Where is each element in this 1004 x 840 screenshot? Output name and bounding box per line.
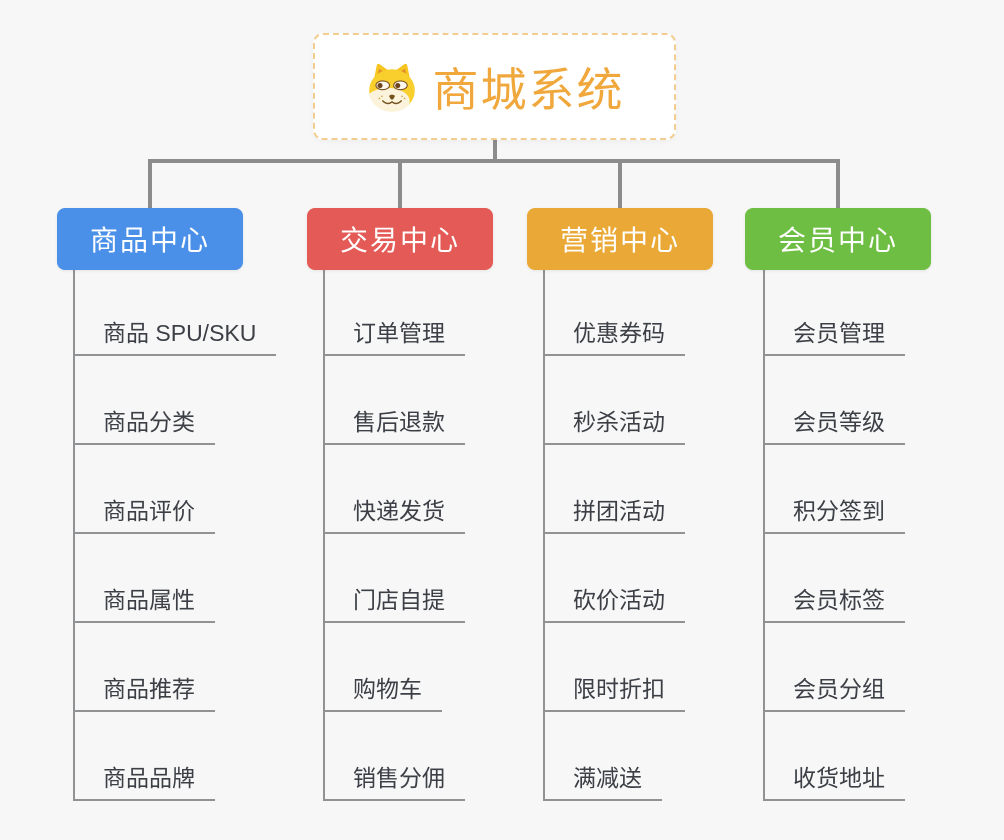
leaf-node[interactable]: 销售分佣 (323, 762, 465, 801)
leaf-node[interactable]: 商品推荐 (73, 673, 215, 712)
leaf-node[interactable]: 砍价活动 (543, 584, 685, 623)
root-node[interactable]: 商城系统 (313, 33, 676, 140)
connector-branch-drop (398, 159, 402, 208)
branch-node[interactable]: 营销中心 (527, 208, 713, 270)
leaf-node[interactable]: 订单管理 (323, 317, 465, 356)
leaf-node[interactable]: 会员等级 (763, 406, 905, 445)
connector-branch-drop (836, 159, 840, 208)
connector-branch-drop (618, 159, 622, 208)
branch-node[interactable]: 会员中心 (745, 208, 931, 270)
connector-branch-trunk (543, 270, 545, 801)
connector-branch-bus (148, 159, 840, 163)
connector-branch-trunk (763, 270, 765, 801)
leaf-node[interactable]: 秒杀活动 (543, 406, 685, 445)
leaf-node[interactable]: 购物车 (323, 673, 442, 712)
connector-branch-trunk (323, 270, 325, 801)
doge-icon (368, 63, 415, 111)
leaf-node[interactable]: 门店自提 (323, 584, 465, 623)
leaf-node[interactable]: 商品评价 (73, 495, 215, 534)
leaf-node[interactable]: 商品属性 (73, 584, 215, 623)
leaf-node[interactable]: 快递发货 (323, 495, 465, 534)
leaf-node[interactable]: 拼团活动 (543, 495, 685, 534)
leaf-node[interactable]: 会员分组 (763, 673, 905, 712)
branch-node[interactable]: 商品中心 (57, 208, 243, 270)
root-title: 商城系统 (432, 63, 625, 116)
leaf-node[interactable]: 优惠券码 (543, 317, 685, 356)
leaf-node[interactable]: 积分签到 (763, 495, 905, 534)
branch-node[interactable]: 交易中心 (307, 208, 493, 270)
connector-branch-trunk (73, 270, 75, 801)
leaf-node[interactable]: 会员标签 (763, 584, 905, 623)
connector-branch-drop (148, 159, 152, 208)
connector-root-drop (493, 139, 497, 163)
leaf-node[interactable]: 售后退款 (323, 406, 465, 445)
leaf-node[interactable]: 限时折扣 (543, 673, 685, 712)
leaf-node[interactable]: 满减送 (543, 762, 662, 801)
leaf-node[interactable]: 会员管理 (763, 317, 905, 356)
leaf-node[interactable]: 商品 SPU/SKU (73, 317, 277, 356)
leaf-node[interactable]: 商品品牌 (73, 762, 215, 801)
leaf-node[interactable]: 收货地址 (763, 762, 905, 801)
leaf-node[interactable]: 商品分类 (73, 406, 215, 445)
